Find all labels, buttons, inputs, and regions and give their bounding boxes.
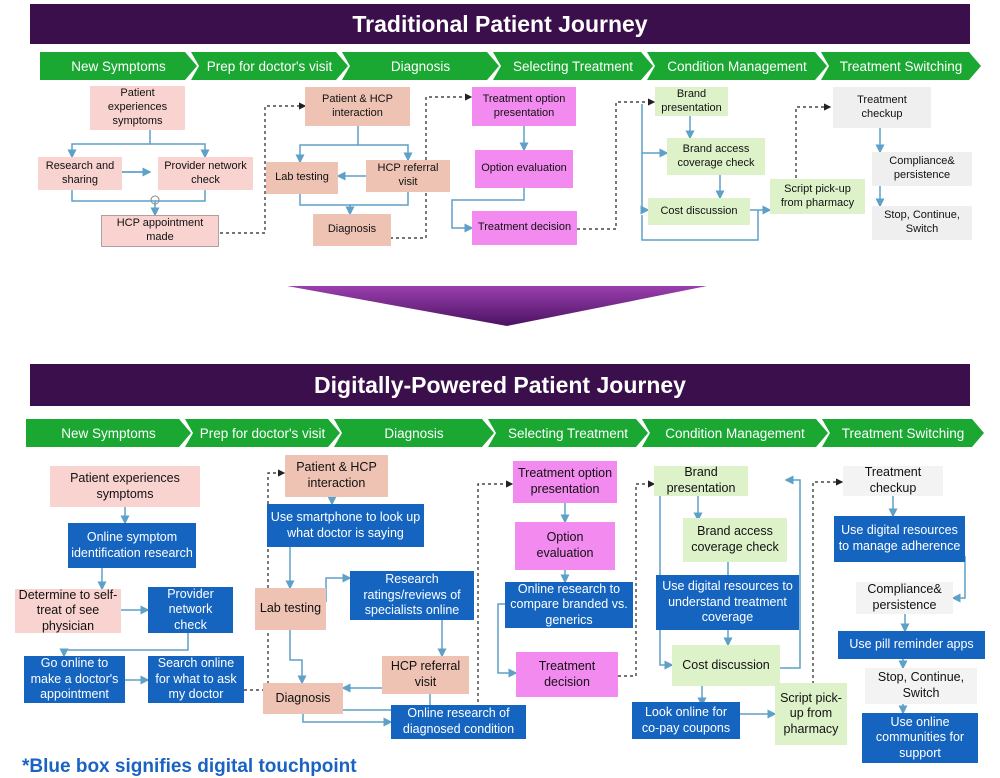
- dig-stage-treatment-switching: Treatment Switching: [822, 419, 984, 447]
- dig-box-diagnosis: Diagnosis: [263, 683, 343, 714]
- trad-stage-prep-visit: Prep for doctor's visit: [191, 52, 348, 80]
- dig-stage-condition-management: Condition Management: [642, 419, 828, 447]
- trad-box-treatment-option: Treatment option presentation: [472, 87, 576, 126]
- dig-box-brand-presentation: Brand presentation: [654, 465, 748, 496]
- trad-stage-selecting-treatment: Selecting Treatment: [493, 52, 653, 80]
- trad-box-hcp-referral: HCP referral visit: [366, 160, 450, 192]
- trad-box-lab-testing: Lab testing: [266, 162, 338, 194]
- trad-box-treatment-decision: Treatment decision: [472, 211, 577, 245]
- dig-box-patient-experiences: Patient experiences symptoms: [50, 466, 200, 507]
- trad-box-hcp-appointment: HCP appointment made: [101, 215, 219, 247]
- digital-title: Digitally-Powered Patient Journey: [314, 372, 686, 398]
- trad-box-script-pickup: Script pick-up from pharmacy: [770, 179, 865, 214]
- dig-stage-prep-visit: Prep for doctor's visit: [185, 419, 340, 447]
- digital-title-banner: Digitally-Powered Patient Journey: [30, 364, 970, 406]
- trad-stage-diagnosis: Diagnosis: [342, 52, 499, 80]
- trad-box-research-sharing: Research and sharing: [38, 157, 122, 190]
- trad-stage-treatment-switching: Treatment Switching: [821, 52, 981, 80]
- dig-box-online-communities: Use online communities for support: [862, 713, 978, 763]
- trad-box-compliance: Compliance& persistence: [872, 152, 972, 186]
- trad-box-treatment-checkup: Treatment checkup: [833, 87, 931, 128]
- dig-box-look-online-copay: Look online for co-pay coupons: [632, 702, 740, 739]
- dig-box-cost-discussion: Cost discussion: [672, 645, 780, 686]
- dig-box-stop-continue: Stop, Continue, Switch: [865, 668, 977, 704]
- dig-stage-diagnosis: Diagnosis: [334, 419, 494, 447]
- dig-box-online-symptom: Online symptom identification research: [68, 523, 196, 568]
- dig-box-pill-reminder: Use pill reminder apps: [838, 631, 985, 659]
- trad-box-brand-access: Brand access coverage check: [667, 138, 765, 175]
- traditional-title-banner: Traditional Patient Journey: [30, 4, 970, 44]
- dig-box-online-research-compare: Online research to compare branded vs. g…: [505, 582, 633, 628]
- footnote-digital-touchpoint: *Blue box signifies digital touchpoint: [22, 756, 357, 777]
- dig-box-compliance: Compliance& persistence: [856, 582, 953, 614]
- trad-box-brand-presentation: Brand presentation: [655, 87, 728, 116]
- dig-box-lab-testing: Lab testing: [255, 588, 326, 630]
- dig-box-use-digital-coverage: Use digital resources to understand trea…: [656, 575, 799, 630]
- dig-box-treatment-option: Treatment option presentation: [513, 461, 617, 503]
- dig-box-treatment-checkup: Treatment checkup: [843, 465, 943, 496]
- dig-stage-new-symptoms: New Symptoms: [26, 419, 191, 447]
- dig-box-patient-hcp: Patient & HCP interaction: [285, 455, 388, 497]
- dig-box-use-digital-adherence: Use digital resources to manage adherenc…: [834, 516, 965, 562]
- trad-stage-condition-management: Condition Management: [647, 52, 827, 80]
- dig-box-online-research-diagnosed: Online research of diagnosed condition: [391, 705, 526, 739]
- trad-box-option-evaluation: Option evaluation: [475, 150, 573, 188]
- trad-box-provider-network: Provider network check: [158, 157, 253, 190]
- dig-box-research-ratings: Research ratings/reviews of specialists …: [350, 571, 474, 620]
- dig-box-use-smartphone: Use smartphone to look up what doctor is…: [267, 504, 424, 547]
- dig-box-option-evaluation: Option evaluation: [515, 522, 615, 570]
- trad-box-diagnosis: Diagnosis: [313, 214, 391, 246]
- trad-stage-new-symptoms: New Symptoms: [40, 52, 197, 80]
- traditional-title: Traditional Patient Journey: [352, 11, 648, 37]
- dig-box-provider-network: Provider network check: [148, 587, 233, 633]
- trad-box-patient-hcp: Patient & HCP interaction: [305, 87, 410, 126]
- trad-box-patient-experiences: Patient experiences symptoms: [90, 86, 185, 130]
- dig-box-hcp-referral: HCP referral visit: [382, 656, 469, 694]
- dig-box-treatment-decision: Treatment decision: [516, 652, 618, 697]
- trad-box-cost-discussion: Cost discussion: [648, 198, 750, 225]
- dig-stage-selecting-treatment: Selecting Treatment: [488, 419, 648, 447]
- dig-box-brand-access: Brand access coverage check: [683, 518, 787, 562]
- dig-box-go-online-appointment: Go online to make a doctor's appointment: [24, 656, 125, 703]
- dig-box-determine-self-treat: Determine to self-treat of see physician: [15, 588, 121, 633]
- trad-box-stop-continue: Stop, Continue, Switch: [872, 206, 972, 240]
- dig-box-script-pickup: Script pick-up from pharmacy: [775, 683, 847, 745]
- dig-box-search-online: Search online for what to ask my doctor: [148, 656, 244, 703]
